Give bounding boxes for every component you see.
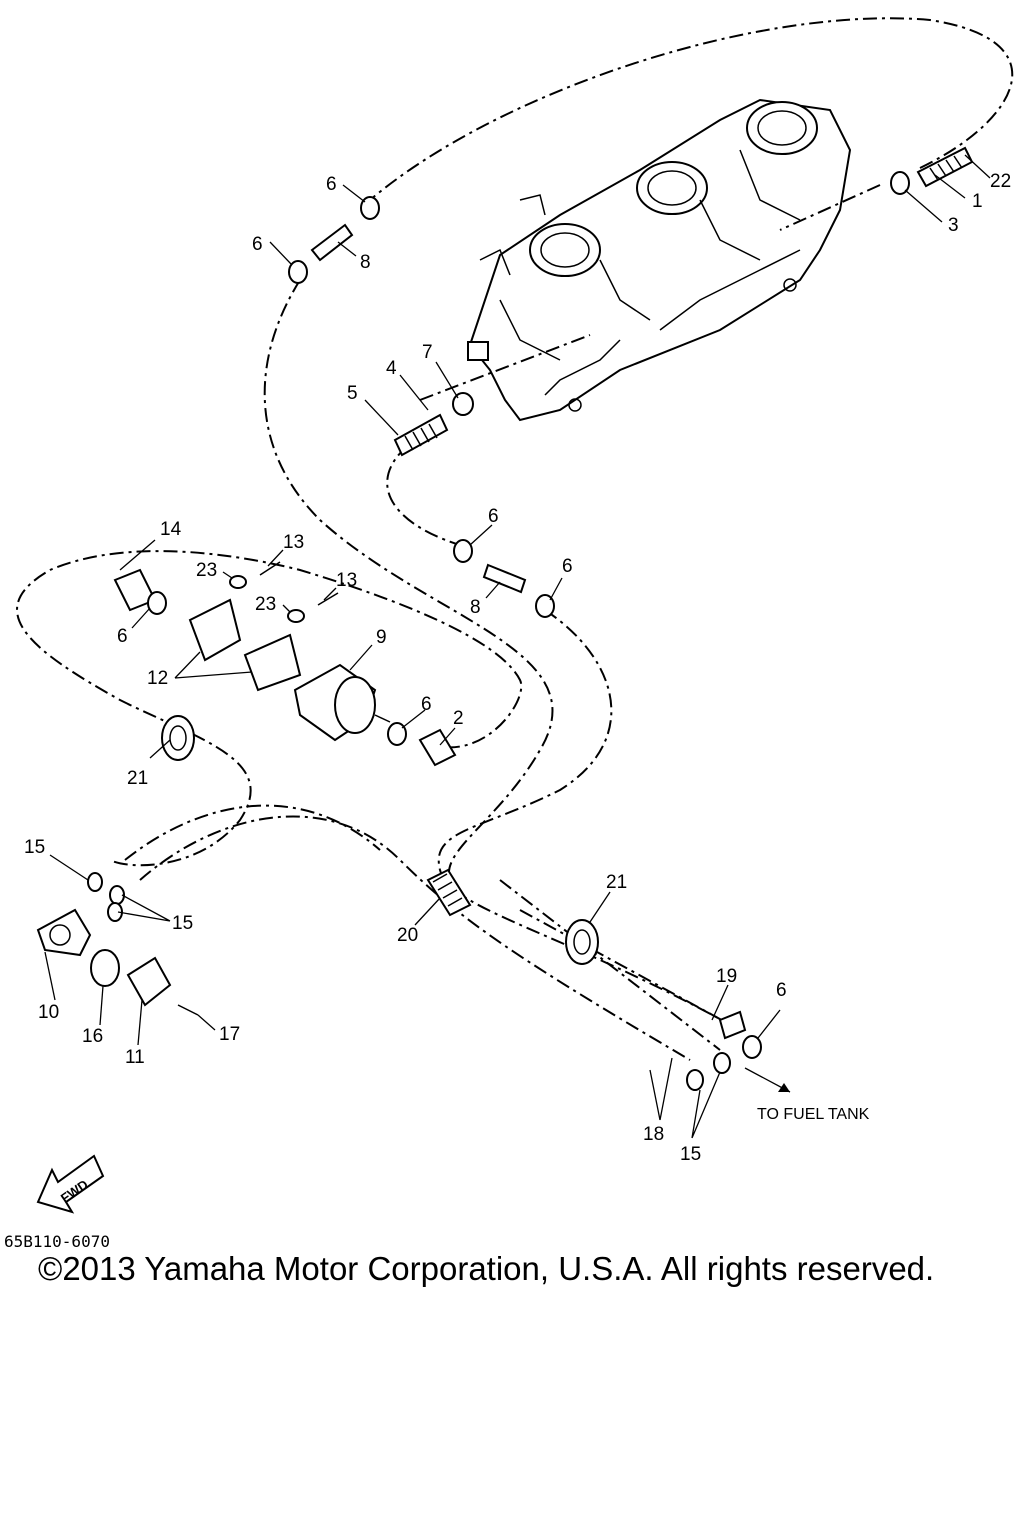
- label-part-3: 3: [948, 215, 959, 236]
- part-spring-20: [426, 868, 472, 917]
- label-part-10: 10: [38, 1002, 59, 1023]
- label-part-21: 21: [127, 768, 148, 789]
- label-part-16: 16: [82, 1026, 103, 1047]
- label-part-15: 15: [172, 913, 193, 934]
- label-part-17: 17: [219, 1024, 240, 1045]
- to-fuel-tank-note: TO FUEL TANK: [757, 1106, 870, 1123]
- part-clamp-6-bottom: [742, 1035, 762, 1059]
- part-grommet-21-right: [565, 919, 599, 965]
- label-part-1: 1: [972, 191, 983, 212]
- part-spring-5: [393, 413, 449, 457]
- label-part-7: 7: [422, 342, 433, 363]
- label-part-15: 15: [680, 1144, 701, 1165]
- leader-lines: [44, 154, 991, 1139]
- label-part-2: 2: [453, 708, 464, 729]
- label-part-21: 21: [606, 872, 627, 893]
- part-grommet-21-left: [161, 715, 195, 761]
- part-clamp-6-right: [535, 594, 555, 618]
- part-knob-11: [126, 956, 172, 1007]
- fuel-hoses: [16, 17, 1014, 1061]
- part-number-labels: 22 1 3 6 6 8 7 4 5 6 6 8 14 13 23 13 23 …: [24, 171, 1011, 1165]
- label-part-15: 15: [24, 837, 45, 858]
- label-part-6: 6: [488, 506, 499, 527]
- part-screw-13-a: [259, 561, 281, 576]
- part-joint-8-mid: [482, 563, 527, 594]
- carburetor-assembly: [467, 98, 852, 422]
- label-part-8: 8: [360, 252, 371, 273]
- part-screw-17: [177, 1004, 199, 1016]
- label-part-13: 13: [336, 570, 357, 591]
- label-part-6: 6: [562, 556, 573, 577]
- label-part-13: 13: [283, 532, 304, 553]
- label-part-18: 18: [643, 1124, 664, 1145]
- part-washer-23-a: [229, 575, 247, 589]
- fuel-tank-arrow: [744, 1067, 791, 1093]
- label-part-22: 22: [990, 171, 1011, 192]
- label-part-14: 14: [160, 519, 182, 540]
- part-clamps-15-left: [87, 872, 125, 922]
- label-part-19: 19: [716, 966, 737, 987]
- part-clamp-7: [452, 392, 474, 416]
- label-part-4: 4: [386, 358, 397, 379]
- part-clamp-3: [890, 171, 910, 195]
- part-ring-16: [90, 949, 120, 987]
- label-part-11: 11: [125, 1047, 145, 1068]
- part-washer-23-b: [287, 609, 305, 623]
- label-part-8: 8: [470, 597, 481, 618]
- part-clamp-6-filter-left: [147, 591, 167, 615]
- label-part-6: 6: [421, 694, 432, 715]
- part-clamp-6-top: [360, 196, 380, 220]
- part-bracket-12-a: [188, 598, 242, 662]
- part-hose-2: [418, 728, 457, 767]
- part-fuel-cock-10: [36, 908, 92, 957]
- label-part-6: 6: [326, 174, 337, 195]
- label-part-6: 6: [776, 980, 787, 1001]
- copyright-notice: ©2013 Yamaha Motor Corporation, U.S.A. A…: [38, 1250, 935, 1287]
- part-bracket-12-b: [243, 633, 302, 692]
- label-part-6: 6: [252, 234, 263, 255]
- label-part-6: 6: [117, 626, 128, 647]
- fwd-arrow-icon: FWD: [36, 1154, 105, 1214]
- part-fuel-filter-9: [293, 663, 391, 742]
- part-clamp-6-left: [288, 260, 308, 284]
- part-hose-19: [718, 1010, 747, 1040]
- label-part-20: 20: [397, 925, 418, 946]
- label-part-5: 5: [347, 383, 358, 404]
- label-part-9: 9: [376, 627, 387, 648]
- label-part-23: 23: [196, 560, 217, 581]
- drawing-code: 65B110-6070: [4, 1232, 110, 1251]
- label-part-12: 12: [147, 668, 168, 689]
- part-screw-13-b: [317, 592, 339, 606]
- part-clamp-6-filter-right: [387, 722, 407, 746]
- part-clamp-6-mid: [453, 539, 473, 563]
- part-clamps-15-bottom: [686, 1052, 731, 1091]
- label-part-23: 23: [255, 594, 276, 615]
- part-joint-8-top: [310, 223, 354, 262]
